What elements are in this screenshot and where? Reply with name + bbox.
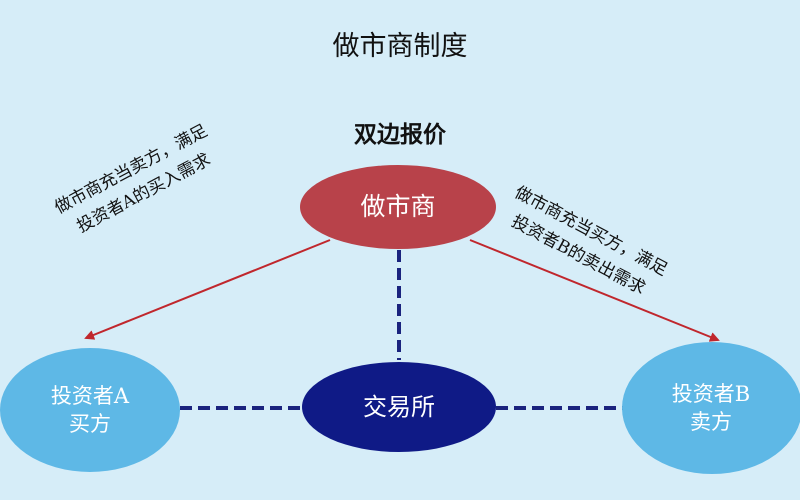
exchange-ellipse [302,362,496,452]
diagram-subtitle: 双边报价 [354,121,446,148]
exchange-label: 交易所 [363,392,435,421]
investor-a-node: 投资者A 买方 [0,348,180,472]
investor-a-ellipse [0,348,180,472]
investor-a-role: 买方 [69,412,111,436]
market-maker-label: 做市商 [360,192,436,222]
investor-b-ellipse [622,342,800,474]
market-maker-ellipse [300,165,496,249]
exchange-node: 交易所 [302,362,496,452]
investor-b-role: 卖方 [690,410,732,434]
investor-b-name: 投资者B [671,381,751,406]
page-title: 做市商制度 [332,31,468,62]
arrow-mm-to-investor-a [84,239,331,340]
arrow-mm-to-investor-b [469,239,720,342]
investor-a-name: 投资者A [50,383,130,408]
investor-b-node: 投资者B 卖方 [622,342,800,474]
market-maker-node: 做市商 [300,165,496,249]
